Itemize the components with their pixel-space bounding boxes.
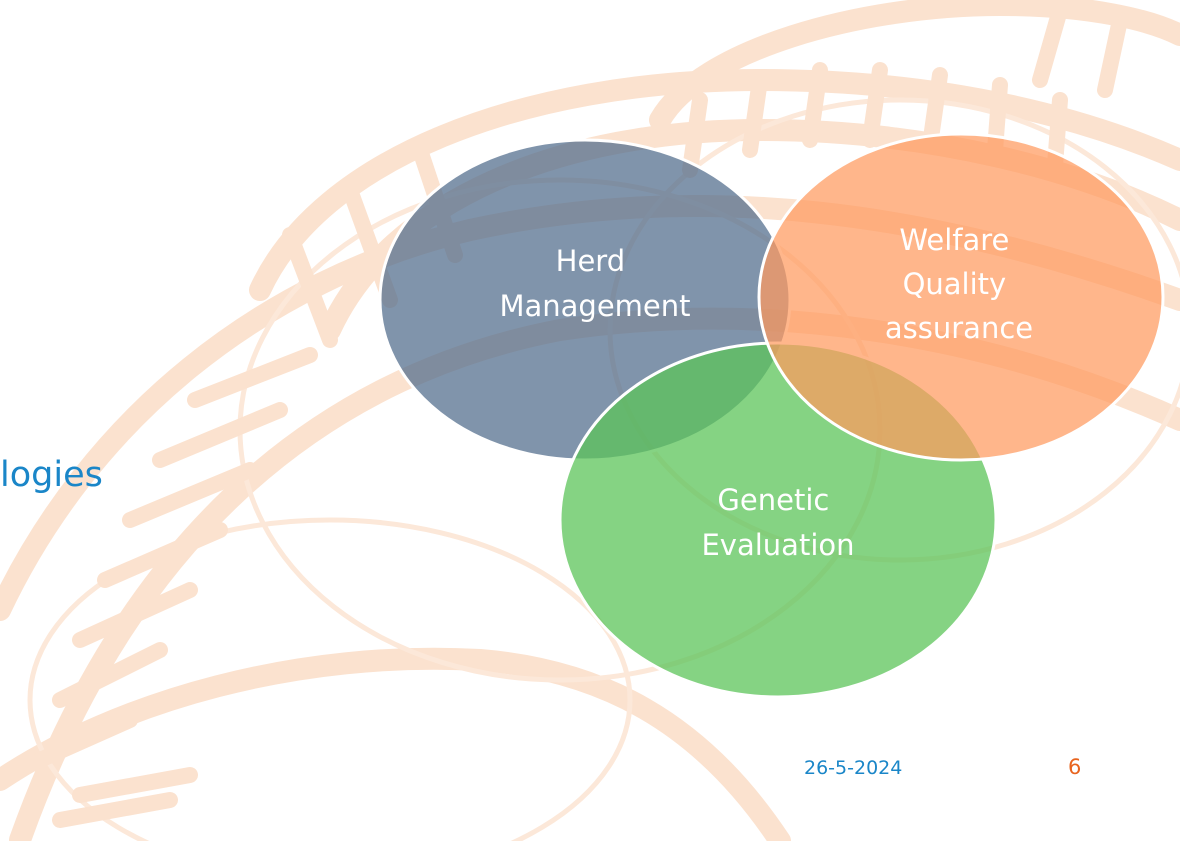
welfare-line-1: Welfare xyxy=(899,223,1009,257)
genetic-line-1: Genetic xyxy=(717,483,829,517)
venn-circle-welfare-quality-assurance xyxy=(757,132,1165,462)
venn-label-genetic-evaluation: Genetic Evaluation xyxy=(701,483,854,562)
welfare-line-3: assurance xyxy=(885,311,1033,345)
venn-label-herd-management: Herd Management xyxy=(499,244,690,323)
slide-number: 6 xyxy=(1068,755,1082,779)
herd-line-1: Herd xyxy=(556,244,625,278)
herd-line-2: Management xyxy=(499,289,690,323)
footer-date: 26-5-2024 xyxy=(804,757,903,779)
cropped-title-text: logies xyxy=(0,455,103,495)
welfare-line-2: Quality xyxy=(903,267,1007,301)
genetic-line-2: Evaluation xyxy=(701,528,854,562)
venn-label-welfare-quality-assurance: Welfare Quality assurance xyxy=(885,223,1033,345)
